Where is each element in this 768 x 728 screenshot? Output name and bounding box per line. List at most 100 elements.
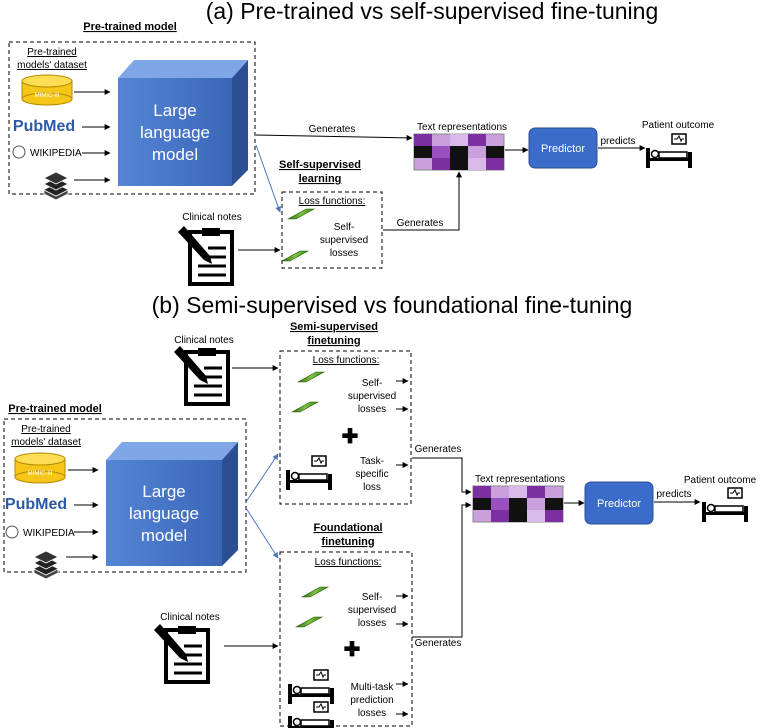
ssl-header-a2: learning xyxy=(299,173,342,185)
clinical-notes-icon-b1 xyxy=(172,344,230,406)
arrow-found-textrep-b xyxy=(412,502,472,638)
semi-box-b xyxy=(279,350,412,505)
semi-ssl-b3: losses xyxy=(358,404,386,415)
semi-ssl-b1: Self- xyxy=(362,378,383,389)
arrow-llm-semi-b xyxy=(245,453,279,503)
ssl-loss-a1: Self- xyxy=(334,222,355,233)
clinical-notes-icon-b2 xyxy=(152,622,210,684)
predictor-label-a: Predictor xyxy=(541,143,585,155)
mimic-label-a: MIMIC-III xyxy=(35,93,60,99)
title-a: (a) Pre-trained vs self-supervised fine-… xyxy=(206,0,659,24)
generates-label-a1: Generates xyxy=(309,124,356,135)
task-b3: loss xyxy=(363,482,381,493)
pretrained-box-b xyxy=(3,418,247,573)
llm-label-a2: language xyxy=(140,123,210,142)
outcome-label-a: Patient outcome xyxy=(642,120,715,131)
loss-bar-icon-a2 xyxy=(281,250,309,262)
found-header-b2: finetuning xyxy=(321,536,374,548)
plus-icon-b2: ✚ xyxy=(344,639,361,661)
wikipedia-globe-icon-b xyxy=(5,525,19,539)
wikipedia-logo-a: WIKIPEDIA xyxy=(30,148,82,159)
dataset-label-b1: Pre-trained xyxy=(21,424,70,435)
found-ssl-b1: Self- xyxy=(362,592,383,603)
patient-bed-icon-a xyxy=(645,133,693,169)
clinical-notes-label-a: Clinical notes xyxy=(182,212,241,223)
llm-label-b3: model xyxy=(141,526,187,545)
arrow-llm-textrep-a xyxy=(255,134,413,141)
loss-bar-icon-a1 xyxy=(287,208,315,220)
mimic-label-b: MIMIC-III xyxy=(28,471,53,477)
arrow-llm-ssl-a xyxy=(255,144,282,213)
task-b1: Task- xyxy=(360,456,384,467)
patient-bed-icon-b3 xyxy=(287,701,335,728)
pubmed-logo-a: PubMed xyxy=(13,118,75,135)
predictor-box-a xyxy=(528,127,598,169)
found-ssl-b3: losses xyxy=(358,618,386,629)
semi-ssl-b2: supervised xyxy=(348,391,396,402)
llm-label-a1: Large xyxy=(153,101,196,120)
text-repr-matrix-b xyxy=(472,485,564,523)
task-b2: specific xyxy=(355,469,388,480)
ssl-loss-a3: losses xyxy=(330,248,358,259)
found-ssl-b2: supervised xyxy=(348,605,396,616)
dataset-label-b2: models' dataset xyxy=(11,437,81,448)
patient-bed-icon-b1 xyxy=(285,455,333,491)
books-icon-b xyxy=(33,550,59,580)
dataset-label-a1: Pre-trained xyxy=(27,47,76,58)
text-repr-label-b: Text representations xyxy=(475,474,565,485)
pretrained-box-a xyxy=(8,41,256,195)
wikipedia-logo-b: WIKIPEDIA xyxy=(23,528,75,539)
predictor-box-b xyxy=(584,481,654,525)
llm-label-b2: language xyxy=(129,504,199,523)
patient-bed-icon-b xyxy=(701,487,749,523)
generates-label-b2: Generates xyxy=(415,638,462,649)
arrow-llm-found-b xyxy=(245,507,279,559)
loss-bar-icon-b4 xyxy=(295,616,323,628)
ssl-loss-a2: supervised xyxy=(320,235,368,246)
predicts-label-a: predicts xyxy=(600,136,635,147)
llm-label-a3: model xyxy=(152,145,198,164)
clinical-notes-label-b2: Clinical notes xyxy=(160,612,219,623)
arrow-ssl-textrep-a xyxy=(383,171,462,231)
arrow-semi-textrep-b xyxy=(412,457,472,495)
clinical-notes-icon-a xyxy=(176,224,234,286)
loss-bar-icon-b3 xyxy=(301,586,329,598)
found-loss-functions-b: Loss functions: xyxy=(315,557,382,568)
dataset-label-a2: models' dataset xyxy=(17,60,87,71)
books-icon xyxy=(43,171,69,201)
llm-cube-a xyxy=(118,60,248,186)
generates-label-b1: Generates xyxy=(415,444,462,455)
llm-label-b1: Large xyxy=(142,482,185,501)
loss-functions-a: Loss functions: xyxy=(299,196,366,207)
found-box-b xyxy=(279,551,413,727)
mimic-database-icon-b xyxy=(14,452,66,484)
llm-cube-b xyxy=(106,442,238,566)
ssl-box-a xyxy=(281,191,383,269)
text-repr-matrix-a xyxy=(413,133,505,171)
predictor-label-b: Predictor xyxy=(597,498,641,510)
wikipedia-globe-icon xyxy=(12,145,26,159)
text-repr-label-a: Text representations xyxy=(417,122,507,133)
pubmed-logo-b: PubMed xyxy=(5,496,67,513)
patient-bed-icon-b2 xyxy=(287,669,335,705)
multi-b3: losses xyxy=(358,708,386,719)
title-b: (b) Semi-supervised vs foundational fine… xyxy=(152,292,633,318)
clinical-notes-label-b1: Clinical notes xyxy=(174,335,233,346)
semi-loss-functions-b: Loss functions: xyxy=(313,355,380,366)
generates-label-a2: Generates xyxy=(397,218,444,229)
mimic-database-icon xyxy=(21,74,73,106)
multi-b2: prediction xyxy=(350,695,393,706)
ssl-header-a1: Self-supervised xyxy=(279,159,361,171)
semi-header-b2: finetuning xyxy=(307,335,360,347)
pretrained-header-a: Pre-trained model xyxy=(83,21,177,33)
pretrained-header-b: Pre-trained model xyxy=(8,403,102,415)
semi-header-b1: Semi-supervised xyxy=(290,321,378,333)
loss-bar-icon-b2 xyxy=(291,401,319,413)
predicts-label-b: predicts xyxy=(656,489,691,500)
found-header-b1: Foundational xyxy=(313,522,382,534)
loss-bar-icon-b1 xyxy=(297,371,325,383)
multi-b1: Multi-task xyxy=(351,682,395,693)
outcome-label-b: Patient outcome xyxy=(684,475,757,486)
plus-icon-b1: ✚ xyxy=(342,426,359,448)
